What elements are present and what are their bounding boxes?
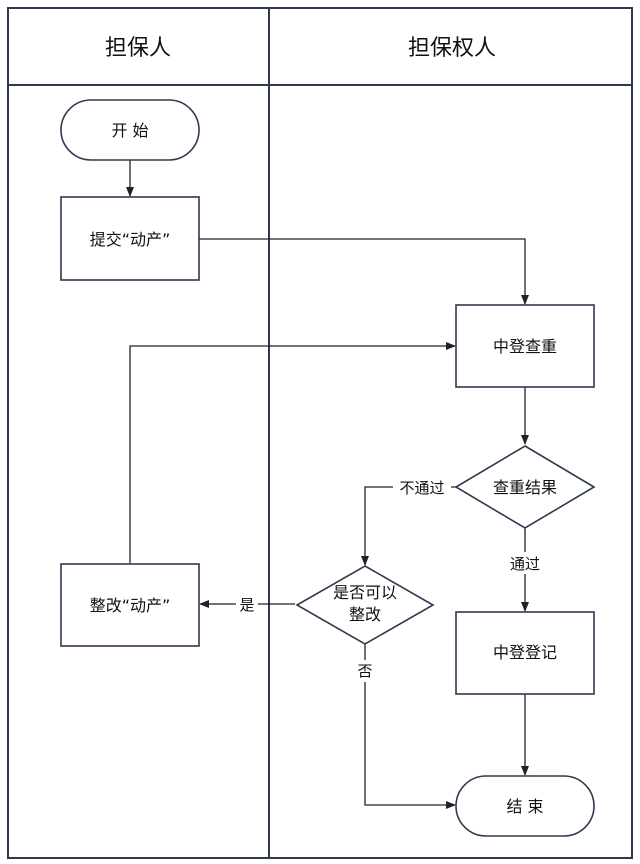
node-fix-label: 整改“动产”	[90, 596, 171, 615]
node-can-fix-line1: 是否可以	[333, 583, 397, 602]
node-submit-label: 提交“动产”	[90, 230, 171, 249]
node-can-fix: 是否可以 整改	[295, 565, 435, 645]
process-shape	[455, 304, 595, 388]
process-shape	[60, 196, 200, 281]
node-submit: 提交“动产”	[60, 196, 200, 281]
node-end: 结 束	[455, 775, 595, 837]
node-can-fix-line2: 整改	[349, 605, 381, 624]
edge-label-bg-fail	[393, 476, 451, 498]
terminal-shape	[60, 99, 200, 161]
terminal-shape	[455, 775, 595, 837]
edge-label-pass: 通过	[510, 555, 540, 573]
lane-title-guarantor: 担保人	[105, 36, 171, 61]
node-register-label: 中登登记	[493, 643, 557, 662]
edges	[126, 160, 529, 809]
node-result-label: 查重结果	[493, 478, 557, 497]
edge-label-no: 否	[357, 662, 372, 680]
edge-label-bg-pass	[503, 552, 547, 574]
node-register: 中登登记	[455, 611, 595, 695]
edge-result-fail	[361, 486, 456, 566]
process-shape	[455, 611, 595, 695]
edge-canfix-no	[364, 644, 456, 809]
edge-label-bg-yes	[236, 594, 258, 616]
decision-shape	[454, 445, 596, 529]
node-end-label: 结 束	[506, 797, 543, 816]
edge-label-bg-no	[354, 660, 376, 682]
edge-submit-to-check	[199, 238, 529, 305]
process-shape	[60, 563, 200, 647]
edge-fix-to-check	[129, 342, 456, 563]
node-check: 中登查重	[455, 304, 595, 388]
node-check-label: 中登查重	[493, 337, 557, 356]
edge-label-fail: 不通过	[399, 479, 444, 497]
node-start-label: 开 始	[111, 121, 148, 140]
lane-title-creditor: 担保权人	[408, 36, 496, 61]
outer-border	[7, 7, 633, 859]
swimlane-frame	[7, 7, 633, 859]
node-fix: 整改“动产”	[60, 563, 200, 647]
decision-shape	[295, 565, 435, 645]
node-result: 查重结果	[454, 445, 596, 529]
edge-label-yes: 是	[239, 596, 254, 614]
node-start: 开 始	[60, 99, 200, 161]
